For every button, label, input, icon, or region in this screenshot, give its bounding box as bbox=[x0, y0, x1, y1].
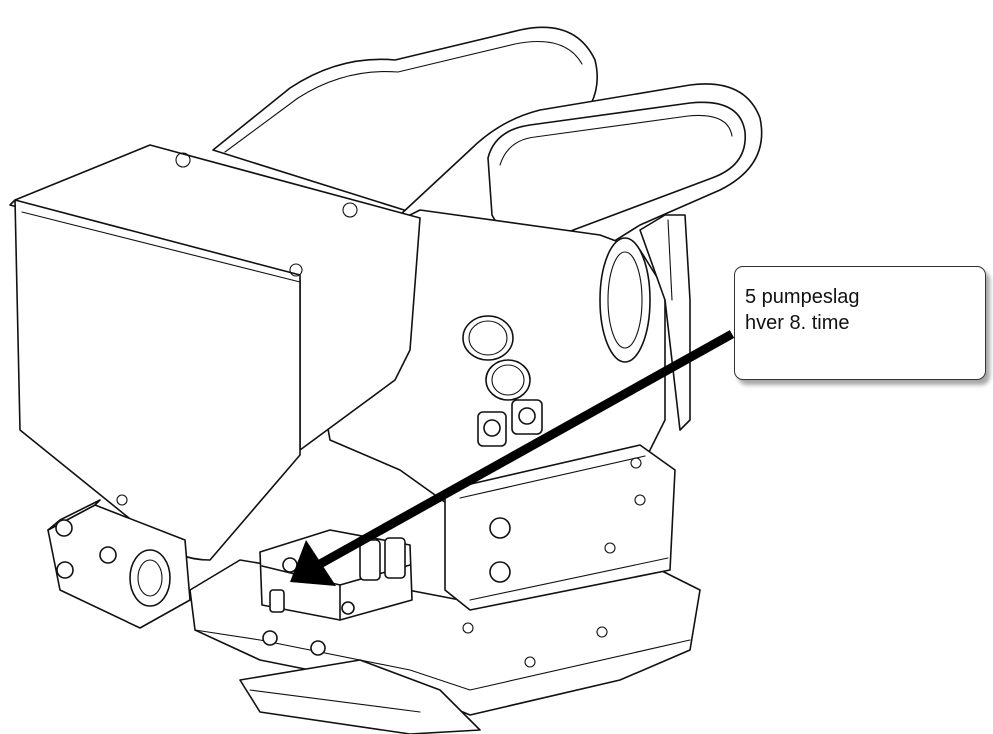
callout-line-2: hver 8. time bbox=[745, 312, 850, 334]
callout-arrow bbox=[290, 330, 735, 586]
valve-housing bbox=[444, 444, 676, 611]
round-port-upper bbox=[462, 315, 514, 361]
skid-plate bbox=[239, 659, 481, 734]
round-port-lower bbox=[485, 359, 531, 401]
lubrication-callout: 5 pumpeslag hver 8. time bbox=[734, 266, 986, 380]
hydraulic-motor bbox=[47, 499, 191, 629]
lubrication-pump bbox=[259, 529, 413, 656]
callout-line-1: 5 pumpeslag bbox=[745, 286, 860, 308]
hydraulic-fittings bbox=[477, 399, 543, 447]
